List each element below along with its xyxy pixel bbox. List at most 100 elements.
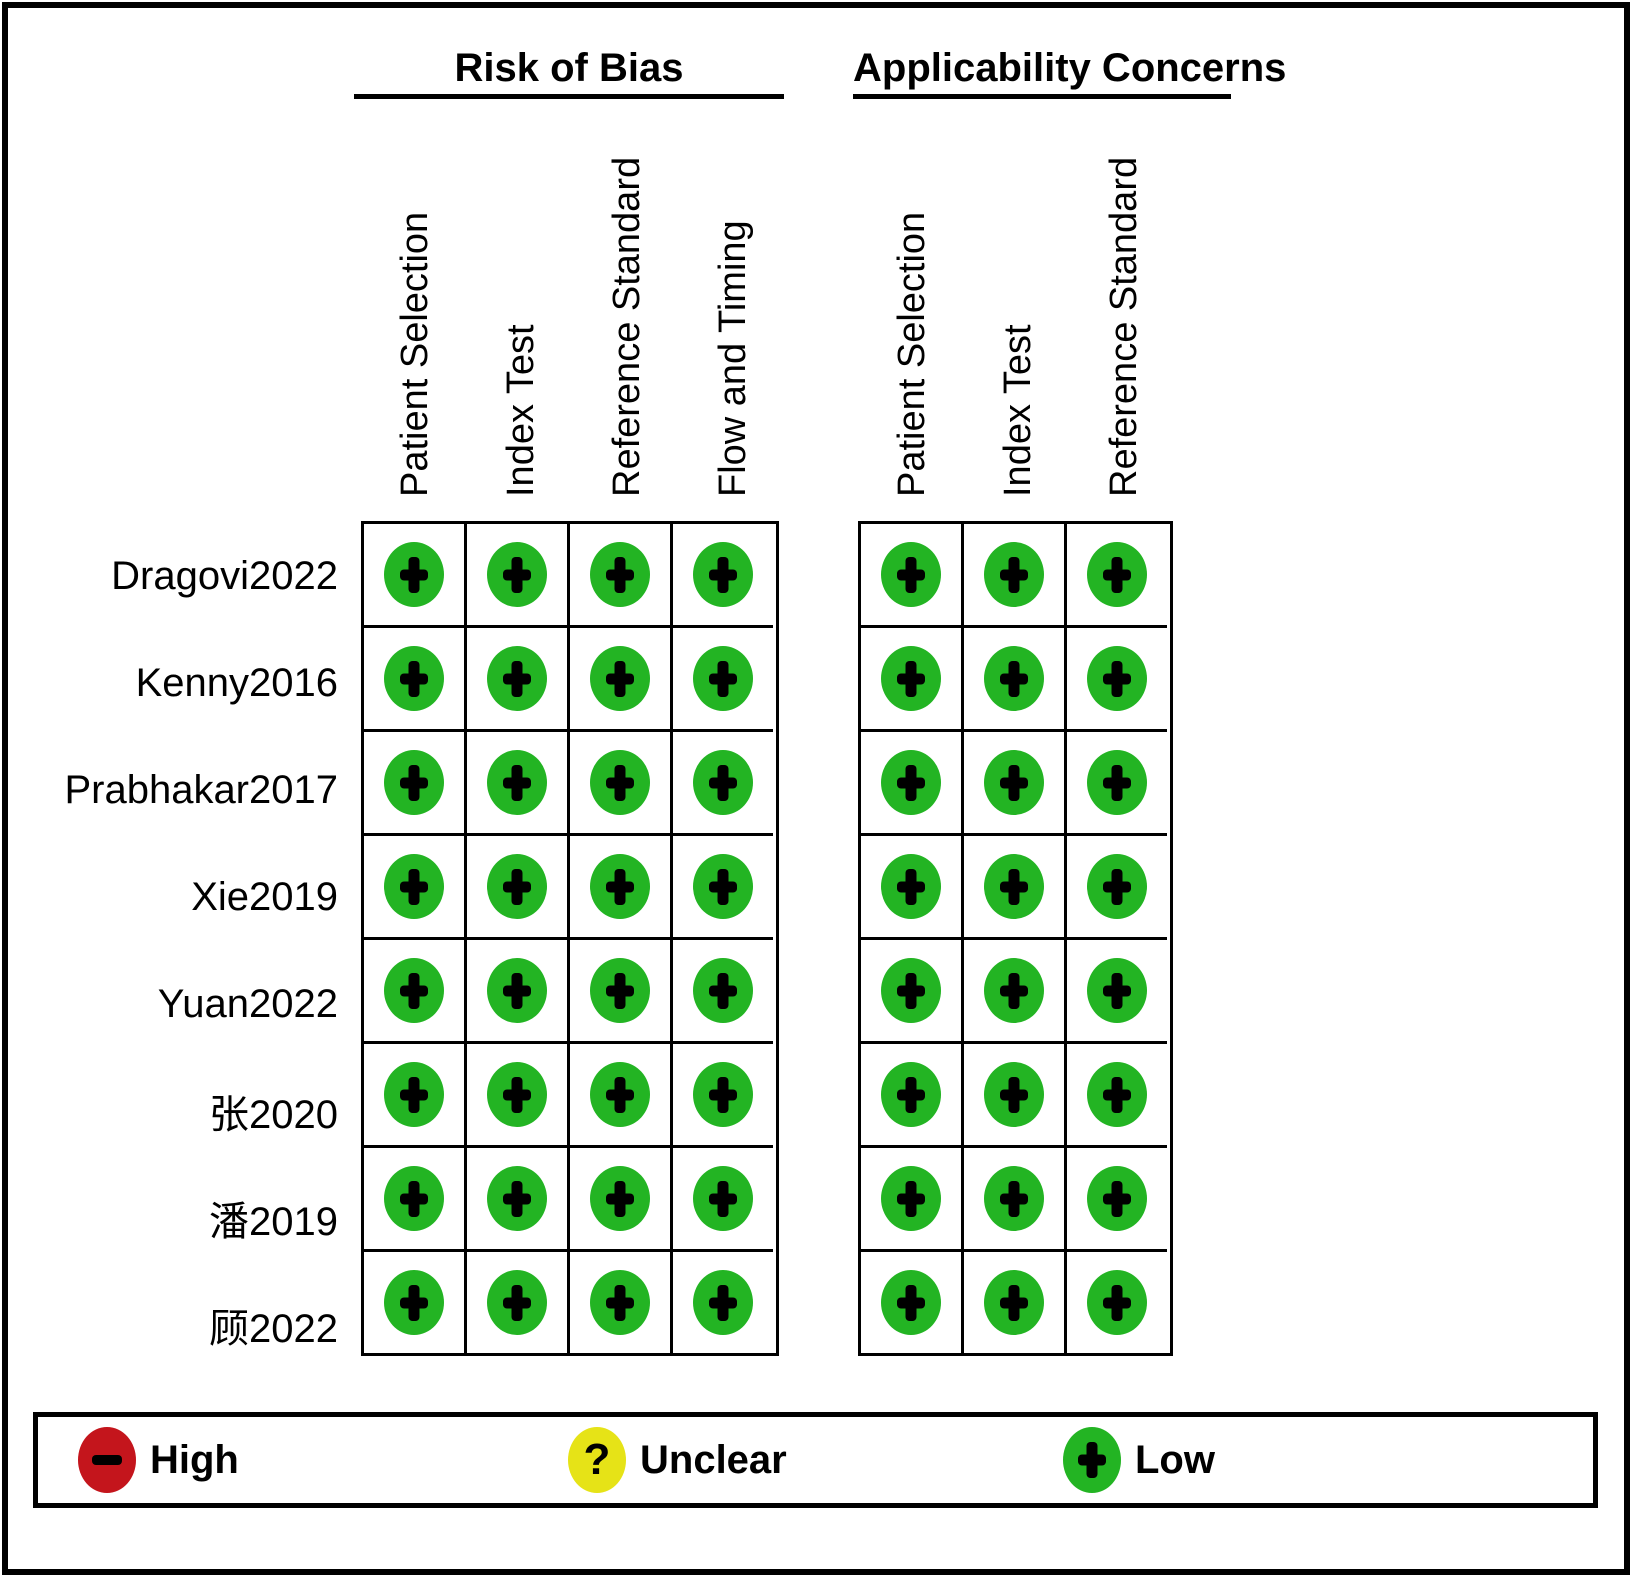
judgement-cell bbox=[1067, 940, 1167, 1044]
applicability-concerns-grid bbox=[858, 521, 1173, 1356]
plus-bar bbox=[400, 777, 428, 788]
judgement-cell bbox=[1067, 836, 1167, 940]
minus-bar bbox=[92, 1455, 122, 1465]
judgement-low-icon bbox=[590, 1062, 650, 1127]
judgement-cell bbox=[1067, 732, 1167, 836]
judgement-cell bbox=[570, 1148, 673, 1252]
judgement-cell bbox=[1067, 1044, 1167, 1148]
judgement-low-icon bbox=[487, 1062, 547, 1127]
plus-bar bbox=[400, 985, 428, 996]
study-label: Prabhakar2017 bbox=[64, 767, 338, 812]
plus-bar bbox=[1000, 777, 1028, 788]
judgement-low-icon bbox=[984, 1166, 1044, 1231]
judgement-cell bbox=[673, 524, 773, 628]
judgement-low-icon bbox=[881, 854, 941, 919]
judgement-cell bbox=[570, 732, 673, 836]
judgement-cell bbox=[673, 940, 773, 1044]
judgement-cell bbox=[467, 1148, 570, 1252]
judgement-cell bbox=[861, 628, 964, 732]
judgement-cell bbox=[964, 732, 1067, 836]
study-label: Xie2019 bbox=[191, 874, 338, 919]
judgement-low-icon bbox=[590, 542, 650, 607]
judgement-cell bbox=[570, 524, 673, 628]
plus-bar bbox=[897, 673, 925, 684]
plus-bar bbox=[1078, 1454, 1106, 1466]
judgement-cell bbox=[964, 628, 1067, 732]
legend-item-high: High bbox=[78, 1417, 239, 1503]
judgement-low-icon bbox=[693, 542, 753, 607]
judgement-cell bbox=[1067, 524, 1167, 628]
plus-bar bbox=[1000, 881, 1028, 892]
plus-bar bbox=[503, 985, 531, 996]
plus-bar bbox=[897, 1297, 925, 1308]
judgement-cell bbox=[570, 836, 673, 940]
low-risk-icon bbox=[1063, 1427, 1121, 1493]
judgement-cell bbox=[861, 524, 964, 628]
judgement-cell bbox=[467, 1252, 570, 1353]
judgement-cell bbox=[570, 628, 673, 732]
plus-bar bbox=[1103, 1193, 1131, 1204]
column-label: Patient Selection bbox=[394, 211, 436, 497]
judgement-low-icon bbox=[1087, 958, 1147, 1023]
judgement-cell bbox=[467, 628, 570, 732]
judgement-cell bbox=[861, 940, 964, 1044]
column-label: Index Test bbox=[997, 324, 1039, 497]
plus-bar bbox=[503, 881, 531, 892]
judgement-low-icon bbox=[881, 1270, 941, 1335]
legend-item-unclear: ?Unclear bbox=[568, 1417, 787, 1503]
judgement-cell bbox=[861, 1252, 964, 1353]
judgement-cell bbox=[467, 524, 570, 628]
plus-bar bbox=[1103, 1089, 1131, 1100]
plus-bar bbox=[1000, 673, 1028, 684]
study-label: Dragovi2022 bbox=[111, 553, 338, 598]
judgement-low-icon bbox=[693, 750, 753, 815]
plus-bar bbox=[897, 777, 925, 788]
judgement-low-icon bbox=[1087, 646, 1147, 711]
plus-bar bbox=[1103, 777, 1131, 788]
judgement-cell bbox=[467, 940, 570, 1044]
judgement-cell bbox=[467, 732, 570, 836]
plus-bar bbox=[1000, 1297, 1028, 1308]
plus-bar bbox=[1000, 1089, 1028, 1100]
plus-bar bbox=[1103, 1297, 1131, 1308]
column-label: Flow and Timing bbox=[712, 220, 754, 497]
plus-bar bbox=[400, 881, 428, 892]
judgement-cell bbox=[1067, 1148, 1167, 1252]
plus-bar bbox=[606, 673, 634, 684]
plus-bar bbox=[897, 1193, 925, 1204]
plus-bar bbox=[400, 569, 428, 580]
judgement-low-icon bbox=[487, 958, 547, 1023]
plus-bar bbox=[503, 569, 531, 580]
judgement-low-icon bbox=[1087, 1270, 1147, 1335]
judgement-cell bbox=[364, 628, 467, 732]
judgement-low-icon bbox=[693, 1166, 753, 1231]
judgement-low-icon bbox=[984, 1062, 1044, 1127]
plus-bar bbox=[1000, 1193, 1028, 1204]
legend-label: High bbox=[150, 1437, 239, 1482]
judgement-cell bbox=[364, 1252, 467, 1353]
plus-bar bbox=[606, 569, 634, 580]
plus-bar bbox=[897, 1089, 925, 1100]
judgement-low-icon bbox=[590, 958, 650, 1023]
judgement-low-icon bbox=[384, 958, 444, 1023]
judgement-cell bbox=[964, 940, 1067, 1044]
plus-bar bbox=[709, 673, 737, 684]
judgement-low-icon bbox=[984, 1270, 1044, 1335]
legend-item-low: Low bbox=[1063, 1417, 1215, 1503]
risk-of-bias-grid bbox=[361, 521, 779, 1356]
judgement-low-icon bbox=[881, 958, 941, 1023]
judgement-low-icon bbox=[487, 646, 547, 711]
judgement-low-icon bbox=[590, 646, 650, 711]
judgement-cell bbox=[467, 1044, 570, 1148]
plus-bar bbox=[606, 777, 634, 788]
judgement-low-icon bbox=[881, 542, 941, 607]
plus-bar bbox=[1103, 673, 1131, 684]
judgement-low-icon bbox=[693, 1062, 753, 1127]
study-label: 潘2019 bbox=[209, 1200, 338, 1244]
column-label: Patient Selection bbox=[891, 211, 933, 497]
judgement-cell bbox=[964, 524, 1067, 628]
judgement-low-icon bbox=[984, 542, 1044, 607]
plus-bar bbox=[709, 1089, 737, 1100]
legend-label: Unclear bbox=[640, 1437, 787, 1482]
